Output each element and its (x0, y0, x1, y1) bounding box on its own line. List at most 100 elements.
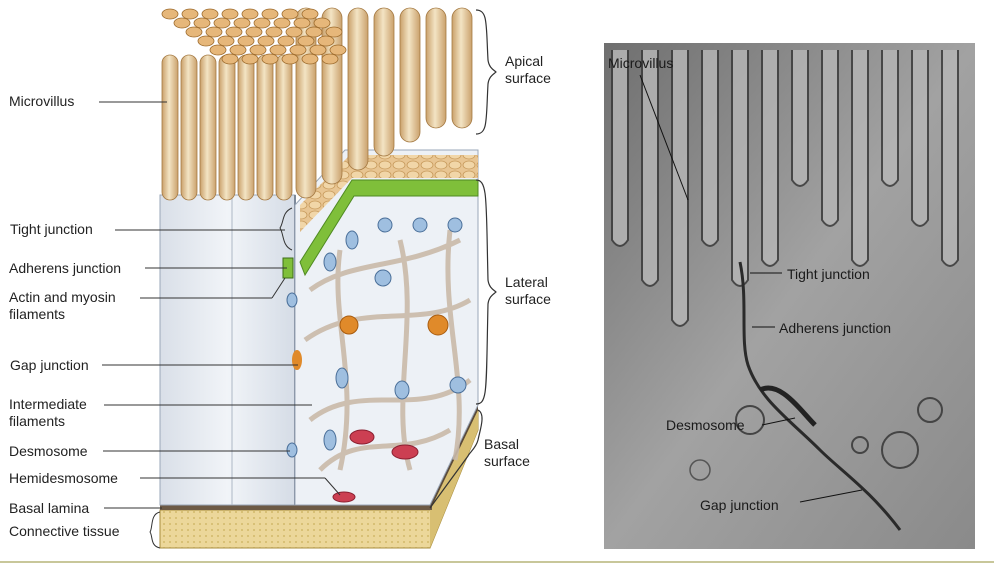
microvillus-shaft (451, 7, 473, 129)
microvillus-shaft (275, 54, 293, 201)
microvillus-tip (249, 44, 267, 56)
label-lateral: Lateral (505, 274, 548, 290)
micrograph-leaders (639, 74, 863, 503)
label-basal-lamina: Basal lamina (9, 500, 90, 516)
microvillus-tip (193, 17, 211, 29)
bottom-border (0, 561, 994, 563)
microvillus-tip (305, 26, 323, 38)
microvillus-shaft (425, 7, 447, 129)
microvillus-tip (173, 17, 191, 29)
microvillus-tip (297, 35, 315, 47)
microvillus-tip (317, 35, 335, 47)
microvillus-shaft (180, 54, 198, 201)
label-tight-junction: Tight junction (10, 221, 93, 237)
microvillus-tip (229, 44, 247, 56)
microvillus-tip (237, 35, 255, 47)
label-intermediate: Intermediate (9, 396, 87, 412)
label-basal: Basal (484, 436, 520, 452)
em-microvillus (851, 50, 869, 267)
em-microvillus (881, 50, 899, 187)
microvillus-tip (221, 53, 239, 65)
microvillus-tip (321, 53, 339, 65)
microvillus-tip (181, 8, 199, 20)
microvillus-shaft (399, 7, 421, 143)
label-intermediate-filaments: filaments (9, 413, 66, 429)
microvillus-tip (257, 35, 275, 47)
microvillus-tip (301, 8, 319, 20)
microvillus-tip (241, 53, 259, 65)
label-adherens-junction: Adherens junction (9, 260, 122, 276)
microvillus-tip (329, 44, 347, 56)
microvillus-tip (197, 35, 215, 47)
em-microvillus (911, 50, 929, 227)
microvillus-shaft (199, 54, 217, 201)
microvillus-tip (293, 17, 311, 29)
microvillus-tip (269, 44, 287, 56)
microvilli (161, 7, 473, 201)
microvillus-tip (309, 44, 327, 56)
microvillus-tip (301, 53, 319, 65)
microvillus-tip (241, 8, 259, 20)
cell-lateral-face (282, 149, 479, 506)
microvillus-tip (273, 17, 291, 29)
left-leaders (99, 101, 341, 549)
label-apical-surface: surface (505, 70, 551, 86)
em-microvillus (611, 50, 629, 247)
label-connective-tissue: Connective tissue (9, 523, 120, 539)
em-label-adherens-junction: Adherens junction (779, 320, 892, 336)
microvillus-shaft (373, 7, 395, 157)
microvillus-tip (285, 26, 303, 38)
microvillus-tip (289, 44, 307, 56)
microvillus-shaft (161, 54, 179, 201)
em-label-gap-junction: Gap junction (700, 497, 779, 513)
label-microvillus: Microvillus (9, 93, 75, 109)
label-actin-myosin-filaments: filaments (9, 306, 66, 322)
microvillus-tip (281, 53, 299, 65)
microvillus-tip (265, 26, 283, 38)
microvillus-tip (185, 26, 203, 38)
em-label-tight-junction: Tight junction (787, 266, 870, 282)
microvillus-tip (261, 8, 279, 20)
em-microvillus (641, 50, 659, 287)
microvillus-tip (225, 26, 243, 38)
em-microvillus (941, 50, 959, 267)
em-microvillus (731, 50, 749, 287)
label-basal-surface: surface (484, 453, 530, 469)
microvillus-tip (261, 53, 279, 65)
label-hemidesmosome: Hemidesmosome (9, 470, 118, 486)
microvillus-shaft (347, 7, 369, 171)
em-microvillus (671, 50, 689, 327)
cell-front (159, 194, 296, 506)
em-microvillus (791, 50, 809, 187)
microvillus-tip (221, 8, 239, 20)
em-microvillus (761, 50, 779, 267)
microvillus-tip (161, 8, 179, 20)
microvillus-tip (205, 26, 223, 38)
microvillus-shaft (256, 54, 274, 201)
microvillus-tip (281, 8, 299, 20)
microvillus-shaft (237, 54, 255, 201)
right-brackets (429, 9, 497, 509)
microvilli-tops (161, 8, 347, 65)
microvillus-tip (233, 17, 251, 29)
microvillus-tip (209, 44, 227, 56)
microvillus-tip (277, 35, 295, 47)
microvillus-tip (313, 17, 331, 29)
microvillus-shaft (218, 54, 236, 201)
em-label-desmosome: Desmosome (666, 417, 745, 433)
label-apical: Apical (505, 53, 544, 69)
microvillus-tip (201, 8, 219, 20)
microvillus-tip (253, 17, 271, 29)
label-actin-myosin: Actin and myosin (9, 289, 116, 305)
label-lateral-surface: surface (505, 291, 551, 307)
em-microvillus (701, 50, 719, 247)
label-gap-junction: Gap junction (10, 357, 89, 373)
em-microvillus (821, 50, 839, 227)
microvillus-tip (325, 26, 343, 38)
microvillus-tip (213, 17, 231, 29)
microvillus-tip (217, 35, 235, 47)
label-desmosome: Desmosome (9, 443, 88, 459)
electron-micrograph (604, 43, 975, 549)
